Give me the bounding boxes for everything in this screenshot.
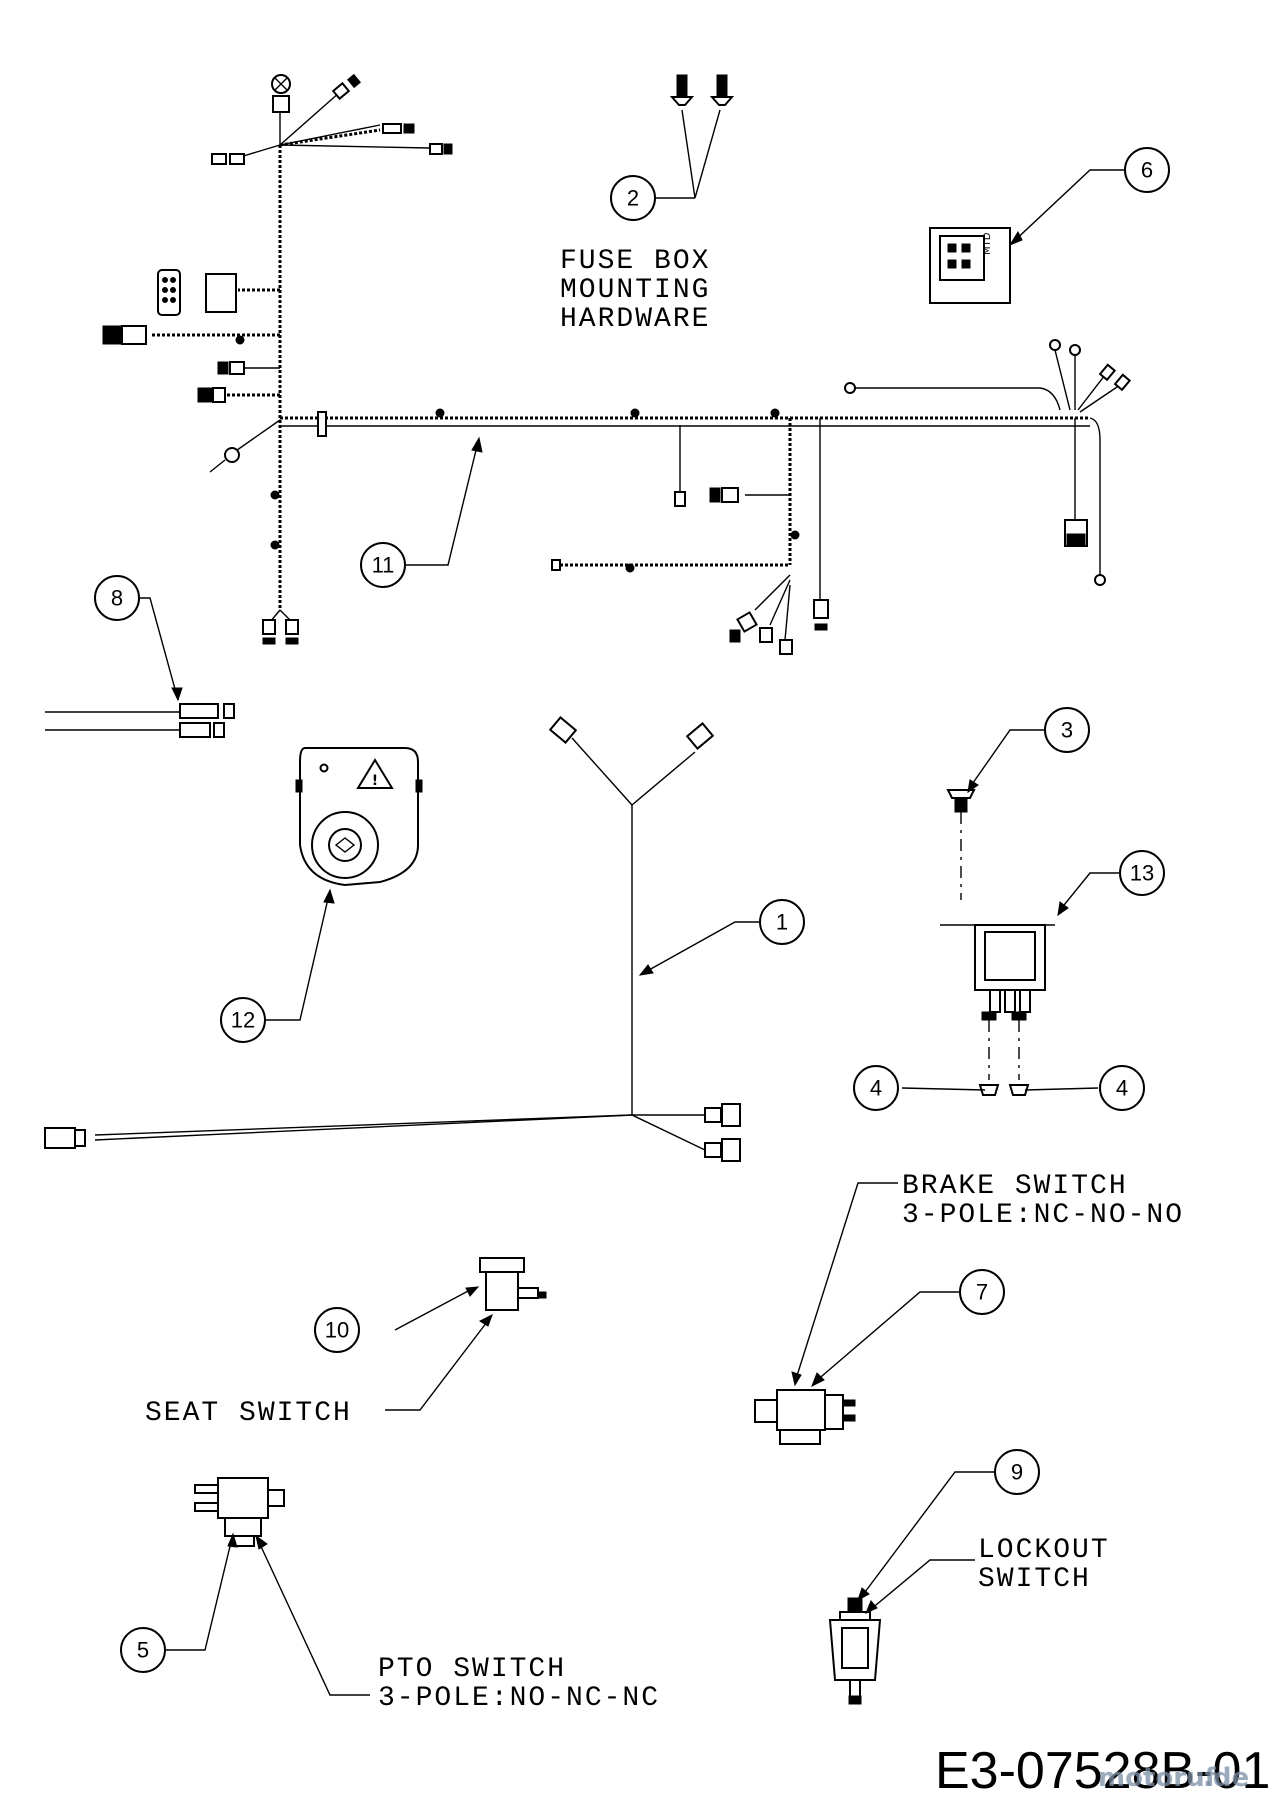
document-id: E3-07528B-01 [935,1742,1270,1800]
lockout-switch-label: LOCKOUT SWITCH [978,1535,1110,1595]
callout-8: 8 [94,575,140,621]
svg-text:!: ! [372,773,378,789]
svg-text:4: 4 [870,1076,882,1101]
brake-switch-part-7 [754,1182,960,1445]
svg-text:SWITCH: SWITCH [978,1564,1091,1595]
svg-text:4: 4 [1116,1076,1128,1101]
svg-text:9: 9 [1011,1460,1023,1485]
callout-13: 13 [1119,850,1165,896]
wire-leads-part-8 [45,597,235,738]
svg-text:3-POLE:NO-NC-NC: 3-POLE:NO-NC-NC [378,1683,660,1714]
callout-9: 9 [994,1449,1040,1495]
svg-text:2: 2 [627,186,639,211]
solenoid-part-13 [901,729,1120,1096]
svg-text:HARDWARE: HARDWARE [560,304,710,335]
svg-text:11: 11 [372,553,395,578]
svg-text:MTD: MTD [982,232,993,255]
svg-text:MOUNTING: MOUNTING [560,275,710,306]
brake-switch-label: BRAKE SWITCH 3-POLE:NC-NO-NO [902,1171,1184,1231]
callout-3: 3 [1044,707,1090,753]
seat-switch-part-10 [385,1257,547,1411]
svg-text:1: 1 [776,910,788,935]
callout-6: 6 [1124,147,1170,193]
svg-text:3: 3 [1061,718,1073,743]
callout-5: 5 [120,1627,166,1673]
pto-switch-label: PTO SWITCH 3-POLE:NO-NC-NC [378,1654,660,1714]
svg-text:BRAKE SWITCH: BRAKE SWITCH [902,1171,1128,1202]
watermark-suffix: .de [1203,1763,1249,1793]
callout-1: 1 [759,899,805,945]
svg-text:6: 6 [1141,158,1153,183]
callout-7: 7 [959,1269,1005,1315]
pto-switch-part-5 [165,1477,370,1696]
svg-text:12: 12 [231,1008,255,1033]
fuse-block-part-6: MTD [929,169,1125,304]
svg-text:10: 10 [325,1318,349,1343]
fuse-box-mounting-hardware-part-2 [655,74,735,199]
harness-part-1 [44,716,760,1162]
leader-11 [405,441,479,566]
svg-text:FUSE BOX: FUSE BOX [560,246,710,277]
svg-text:3-POLE:NC-NO-NO: 3-POLE:NC-NO-NO [902,1200,1184,1231]
callout-2: 2 [610,175,656,221]
svg-text:LOCKOUT: LOCKOUT [978,1535,1110,1566]
seat-switch-label: SEAT SWITCH [145,1398,352,1429]
svg-text:8: 8 [111,586,123,611]
svg-text:SEAT SWITCH: SEAT SWITCH [145,1398,352,1429]
main-harness-part-11 [102,73,1132,655]
fuse-box-label: FUSE BOX MOUNTING HARDWARE [560,246,710,335]
ignition-switch-part-12: ! [265,747,423,1021]
lockout-switch-part-9 [828,1471,995,1705]
callout-4-left: 4 [853,1065,899,1111]
svg-text:5: 5 [137,1638,149,1663]
callout-12: 12 [220,997,266,1043]
callout-10: 10 [314,1307,360,1353]
svg-text:PTO SWITCH: PTO SWITCH [378,1654,566,1685]
watermark: motoruf [1098,1763,1217,1793]
callout-4-right: 4 [1099,1065,1145,1111]
svg-text:13: 13 [1130,861,1154,886]
svg-text:7: 7 [976,1280,988,1305]
callout-11: 11 [360,542,406,588]
